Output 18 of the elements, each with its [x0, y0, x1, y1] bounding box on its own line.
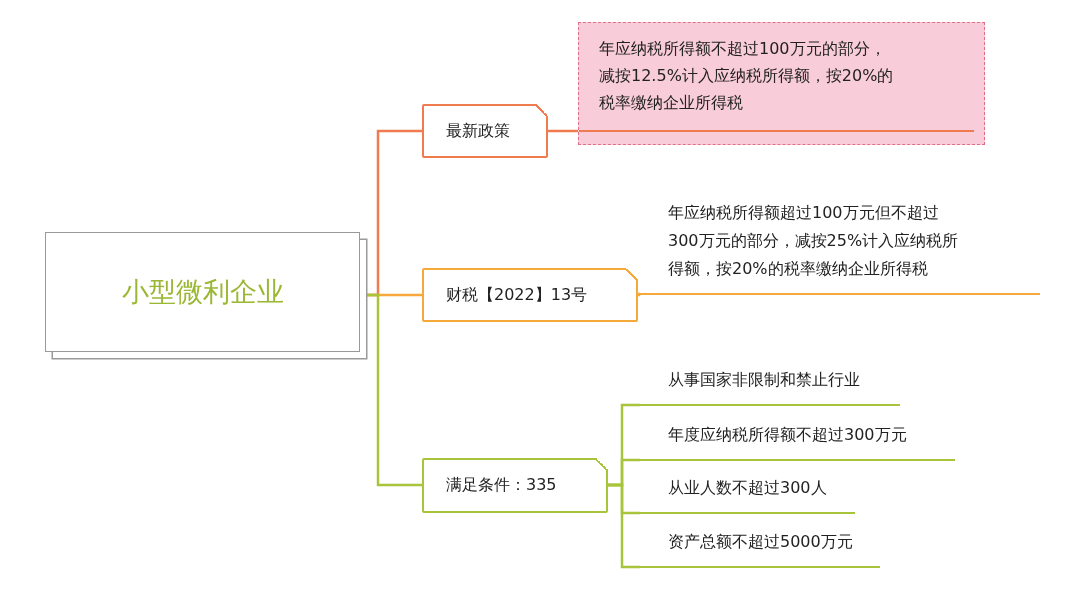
leaf-text: 从事国家非限制和禁止行业 [668, 369, 860, 391]
branch-label: 最新政策 [446, 120, 510, 142]
connector-line [548, 129, 578, 133]
leaf-text: 年度应纳税所得额不超过300万元 [668, 424, 907, 446]
connector-line [608, 483, 640, 569]
topic-title: 小型微利企业 [121, 275, 284, 309]
branch-box [422, 104, 548, 158]
leaf-item [640, 203, 1040, 295]
leaf-text: 资产总额不超过5000万元 [668, 531, 853, 553]
note-box [578, 22, 985, 145]
branch-box [422, 458, 608, 513]
branch-box [422, 268, 638, 322]
leaf-text: 年应纳税所得额超过100万元但不超过300万元的部分，减按25%计入应纳税所得额，按20%的税率缴纳企业所得税 [668, 202, 960, 280]
leaf-text: 从业人数不超过300人 [668, 477, 827, 499]
branch-label: 财税【2022】13号 [446, 284, 588, 306]
branch-label: 满足条件：335 [446, 475, 557, 496]
note-text: 年应纳税所得额不超过100万元的部分，减按12.5%计入应纳税所得额，按20%的税率缴纳企业所得税 [599, 38, 895, 114]
connector-line [637, 292, 641, 297]
